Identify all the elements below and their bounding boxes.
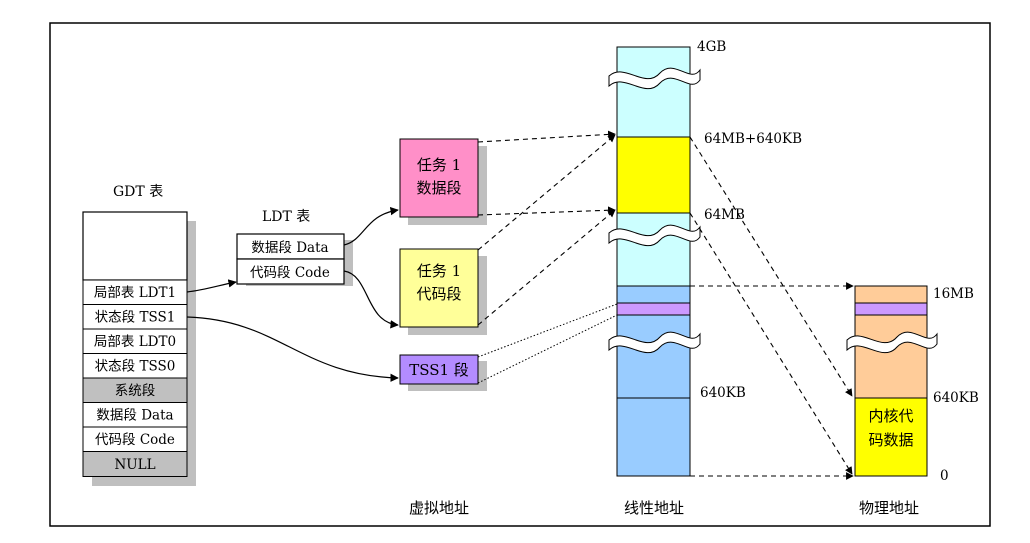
ldt-row-bg xyxy=(236,258,345,285)
ldt-row-label: 数据段 Data xyxy=(251,240,328,256)
task1-data-label: 数据段 xyxy=(416,179,461,197)
phys-label-640kb: 640KB xyxy=(933,390,979,406)
task1-data-box xyxy=(399,138,479,218)
gdt-row-label: 状态段 TSS0 xyxy=(95,359,176,375)
linear-mid-region xyxy=(616,212,691,287)
linear-label-4gb: 4GB xyxy=(697,39,726,55)
ldt-table: LDT 表 数据段 Data 代码段 Code xyxy=(236,209,353,286)
map-data-bottom xyxy=(477,206,616,216)
linear-break-mark xyxy=(608,331,701,354)
map-code-top xyxy=(477,134,616,251)
arrow-tss1-to-tss-segment xyxy=(186,316,399,382)
linear-break-mark xyxy=(608,67,701,90)
task1-code-label: 代码段 xyxy=(416,285,461,303)
linear-high-region xyxy=(616,46,691,138)
linear-label-64mb-640kb: 64MB+640KB xyxy=(704,131,802,147)
phys-kernel-label: 内核代 xyxy=(868,407,913,425)
map-data-top xyxy=(477,130,616,143)
frame xyxy=(49,22,991,527)
gdt-row-label: 代码段 Code xyxy=(95,432,175,448)
gdt-title: GDT 表 xyxy=(113,184,163,200)
ldt-row-bg xyxy=(236,233,345,260)
phys-tss-band xyxy=(854,302,928,316)
map-tss-top xyxy=(477,303,618,358)
physical-address-space: 内核代 码数据 16MB 640KB 0 xyxy=(846,285,979,484)
arrow-ldt1-to-ldt xyxy=(186,279,237,293)
tss1-label: TSS1 段 xyxy=(409,361,469,379)
task1-data-segment: 任务 1 数据段 xyxy=(399,138,487,225)
phys-label-16mb: 16MB xyxy=(933,286,974,302)
linear-address-space: 4GB 64MB+640KB 64MB 640KB xyxy=(608,39,802,477)
phys-label-zero: 0 xyxy=(940,468,949,484)
task1-code-label: 任务 1 xyxy=(417,262,461,280)
caption-linear: 线性地址 xyxy=(624,499,684,517)
caption-virtual: 虚拟地址 xyxy=(409,499,469,517)
linear-tss-band xyxy=(616,302,691,316)
gdt-row-label: 局部表 LDT1 xyxy=(94,285,176,301)
arrow-ldt-data-to-task-data xyxy=(343,206,399,246)
linear-low-region xyxy=(616,285,691,477)
linear-label-64mb: 64MB xyxy=(704,207,745,223)
gdt-table: GDT 表 局部表 LDT1 状态段 TSS1 局部表 LDT0 状态段 TSS… xyxy=(82,184,196,486)
tss1-segment: TSS1 段 xyxy=(399,354,487,391)
gdt-row-label: 局部表 LDT0 xyxy=(94,334,176,350)
gdt-row-bg-gray xyxy=(82,377,188,403)
phys-break-mark xyxy=(846,331,938,354)
gdt-row-label: NULL xyxy=(114,457,155,473)
arrow-ldt-code-to-task-code xyxy=(343,270,399,329)
linear-break-mark xyxy=(608,224,701,247)
gdt-row-bg-gray xyxy=(82,451,188,477)
phys-kernel-region xyxy=(854,397,928,477)
phys-kernel-label: 码数据 xyxy=(868,431,913,449)
map-data-to-physical-bottom xyxy=(689,212,853,475)
ldt-row-label: 代码段 Code xyxy=(250,265,330,281)
task1-code-segment: 任务 1 代码段 xyxy=(399,248,487,335)
task1-code-box xyxy=(399,248,479,328)
tss1-box xyxy=(399,354,479,385)
gdt-row-bg xyxy=(82,426,188,452)
ldt-title: LDT 表 xyxy=(262,209,310,225)
gdt-row-label: 状态段 TSS1 xyxy=(95,310,176,326)
map-tss-bottom xyxy=(477,314,618,384)
caption-physical: 物理地址 xyxy=(859,499,919,517)
linear-label-640kb: 640KB xyxy=(700,385,746,401)
map-code-bottom xyxy=(477,209,616,326)
gdt-top-area xyxy=(82,211,188,281)
task1-data-label: 任务 1 xyxy=(417,156,461,174)
linear-data-region xyxy=(616,136,691,214)
gdt-row-bg xyxy=(82,328,188,354)
gdt-row-label: 数据段 Data xyxy=(96,408,173,424)
gdt-row-bg xyxy=(82,279,188,305)
gdt-row-label: 系统段 xyxy=(115,383,156,399)
map-data-to-physical-top xyxy=(689,136,853,397)
